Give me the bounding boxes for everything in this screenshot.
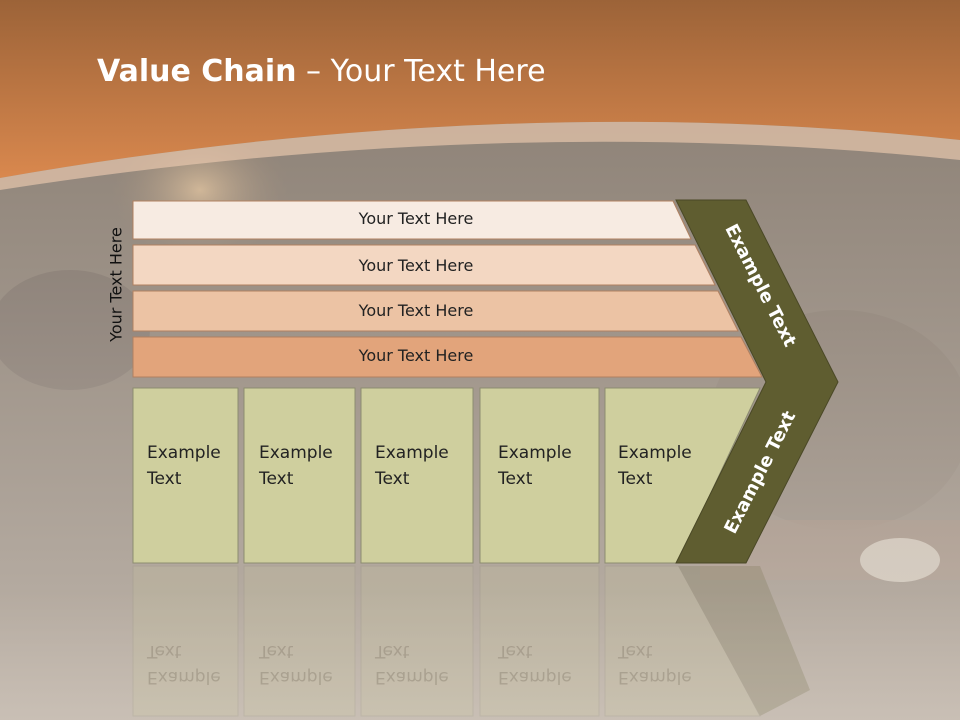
column-label-5-line1: Example [618,443,692,463]
page-title: Value Chain – Your Text Here [97,54,546,89]
row-label-1: Your Text Here [358,209,474,228]
column-label-5: Example Text [618,440,692,492]
column-label-2: Example Text [259,440,333,492]
row-label-3: Your Text Here [358,301,474,320]
column-label-4: Example Text [498,440,572,492]
row-shape-1 [132,200,692,240]
column-shape-2 [243,387,356,564]
title-strong: Value Chain [97,54,297,89]
row-label-4: Your Text Here [358,346,474,365]
column-shape-4 [479,387,600,564]
column-label-1: Example Text [147,440,221,492]
column-label-3: Example Text [375,440,449,492]
column-label-3-line1: Example [375,443,449,463]
column-label-2-line1: Example [259,443,333,463]
row-label-2: Your Text Here [358,256,474,275]
row-shape-2 [132,244,716,286]
title-rest: – Your Text Here [296,54,546,89]
row-shape-4 [132,336,763,378]
column-label-4-line2: Text [498,469,533,489]
column-label-5-line2: Text [618,469,653,489]
column-label-1-line2: Text [147,469,182,489]
column-shape-1 [132,387,239,564]
column-label-1-line1: Example [147,443,221,463]
column-shape-3 [360,387,474,564]
column-label-4-line1: Example [498,443,572,463]
column-label-2-line2: Text [259,469,294,489]
chevron-arrow [675,199,839,564]
row-shape-3 [132,290,739,332]
side-label: Your Text Here [106,227,126,342]
header-band [0,0,960,190]
column-label-3-line2: Text [375,469,410,489]
